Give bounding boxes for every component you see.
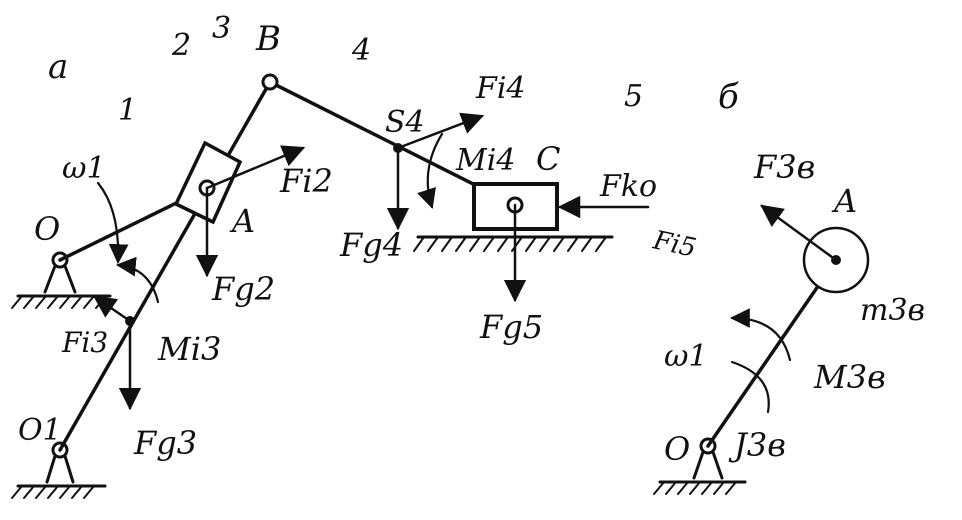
joint-b — [261, 73, 279, 91]
point-a-label: A — [229, 202, 255, 240]
force-f3v-arrow — [760, 204, 838, 262]
fg2-label: Fg2 — [211, 270, 275, 308]
mi4-label: Mi4 — [455, 143, 515, 178]
fg4-label: Fg4 — [339, 226, 403, 264]
link-3 — [58, 80, 272, 452]
link-3-label: 3 — [212, 11, 231, 46]
link-4-label: 4 — [351, 33, 371, 68]
b-point-a-label: A — [831, 182, 857, 220]
link-1-label: 1 — [118, 93, 137, 128]
b-point-o-label: O — [664, 430, 690, 468]
moment-mi4-arc — [417, 132, 444, 209]
omega1-arc — [96, 181, 129, 264]
point-c-label: C — [536, 140, 560, 178]
m3v-label: m3в — [860, 293, 925, 328]
link-2-label: 2 — [171, 28, 191, 63]
omega1-label: ω1 — [62, 151, 106, 186]
fko-label: Fko — [599, 169, 657, 204]
fg5-label: Fg5 — [479, 308, 543, 346]
point-s4-label: S4 — [385, 105, 425, 140]
force-fi3-arrow — [93, 295, 132, 323]
omega1-b-arc — [730, 360, 770, 414]
point-o-label: O — [34, 210, 60, 248]
fi4-label: Fi4 — [475, 71, 526, 106]
view-b-label: б — [718, 77, 739, 117]
ground-support-o1 — [11, 441, 107, 499]
link-5-label: 5 — [624, 79, 643, 114]
fg3-label: Fg3 — [133, 424, 197, 462]
point-o1-label: O1 — [18, 413, 62, 448]
J3v-label: J3в — [728, 426, 786, 464]
fi3-label: Fi3 — [61, 326, 108, 359]
M3v-label: M3в — [813, 358, 886, 396]
b-omega1-label: ω1 — [664, 339, 708, 374]
moment-m3v-arc — [730, 308, 792, 362]
fi5-label: Fi5 — [650, 225, 699, 263]
moment-mi3-arc — [116, 256, 160, 304]
force-fi4-arrow — [396, 112, 485, 150]
mi3-label: Mi3 — [157, 330, 221, 368]
f3v-label: F3в — [753, 148, 815, 186]
reduced-link — [706, 258, 838, 448]
view-a-label: a — [48, 47, 68, 87]
force-fi2-arrow — [205, 145, 306, 190]
slider-guide — [413, 235, 614, 252]
fi2-label: Fi2 — [279, 162, 333, 200]
point-b-label: B — [255, 19, 281, 59]
